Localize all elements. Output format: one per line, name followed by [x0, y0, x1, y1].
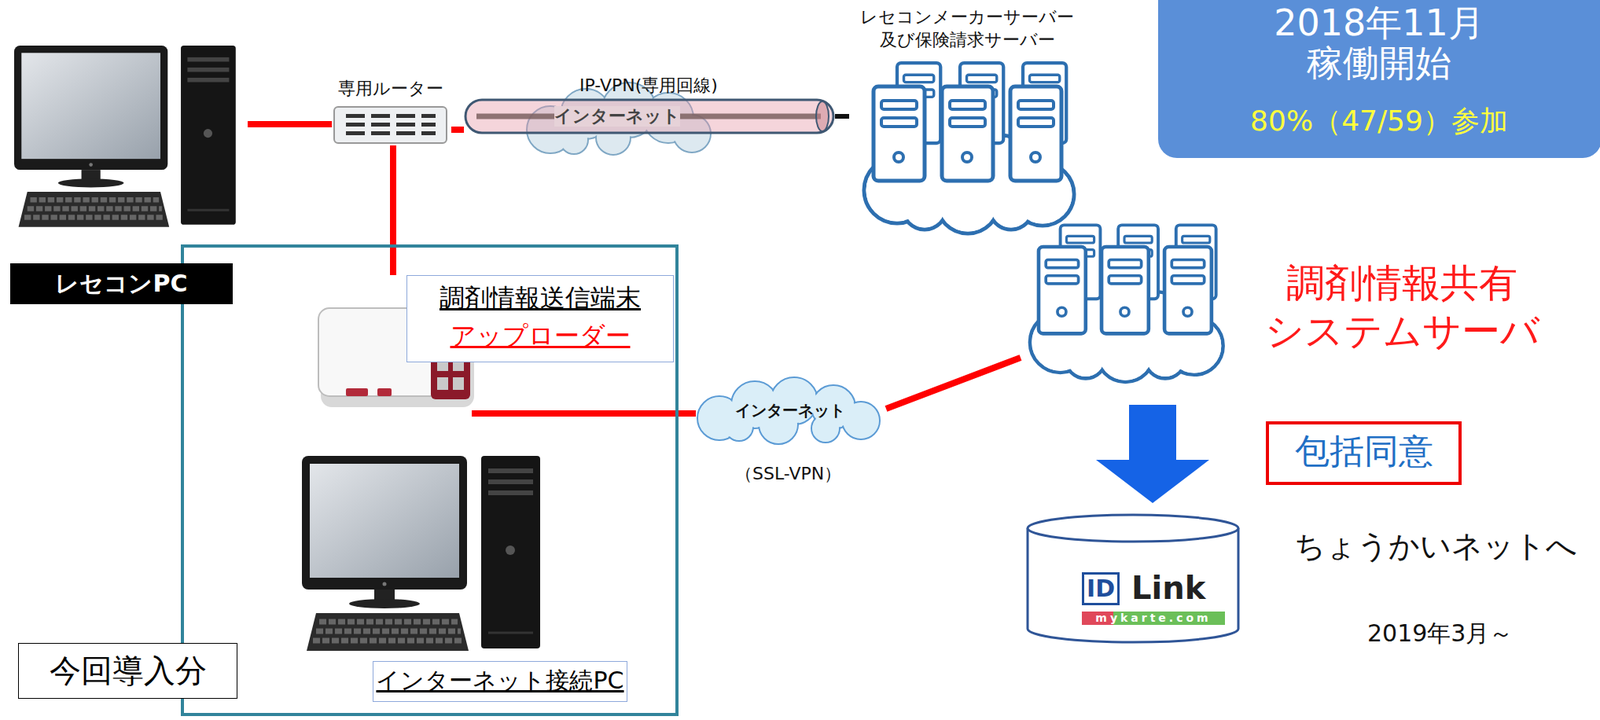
network-line [886, 357, 1021, 409]
status-panel: 2018年11月 稼働開始 80%（47/59）参加 [1158, 0, 1600, 159]
node-label: 2018年11月 稼働開始 [1253, 3, 1505, 83]
idlink-database: ID Link mykarte.com [1026, 503, 1240, 645]
shared-server: 調剤情報共有 システムサーバ [1020, 216, 1569, 405]
node-label: 包括同意 [1268, 430, 1459, 473]
consent-box: 包括同意 [1265, 421, 1462, 486]
pc-illustration [301, 456, 541, 652]
node-label: 80%（47/59）参加 [1158, 103, 1600, 138]
node-label: IP-VPN(専用回線) [463, 75, 834, 96]
internet-cloud: インターネット [695, 385, 887, 441]
uploader-device: 調剤情報送信端末アップローダー [314, 275, 677, 425]
node-label: 今回導入分 [18, 643, 238, 699]
node-label: インターネット [695, 400, 885, 420]
note-label: 2019年3月～ [1367, 619, 1513, 648]
scope-frame: 今回導入分調剤情報送信端末アップローダーインターネット接続PC [180, 244, 679, 717]
node-label: レセコンPC [10, 263, 233, 305]
server-illustration [1029, 224, 1224, 383]
node-label: レセコンメーカーサーバー 及び保険請求サーバー [849, 6, 1086, 52]
internet-pc: インターネット接続PC [298, 452, 637, 708]
node-label: Link [1131, 569, 1206, 607]
server-cloud: レセコンメーカーサーバー 及び保険請求サーバー [849, 6, 1087, 233]
network-line [834, 114, 850, 119]
block-arrow [1096, 404, 1210, 504]
node-label: 専用ルーター [331, 78, 450, 100]
ip-vpn-pipe: IP-VPN(専用回線) インターネット [463, 75, 835, 155]
database-illustration [1027, 514, 1239, 643]
note-label: ちょうかいネットへ [1294, 528, 1578, 566]
node-label: mykarte.com [1081, 611, 1225, 626]
network-line [451, 126, 464, 133]
note-label: （SSL-VPN） [735, 463, 842, 485]
router: 専用ルーター [331, 78, 452, 146]
pc-terminal: レセコンPC [7, 39, 248, 307]
node-label: 調剤情報送信端末 [406, 283, 674, 313]
node-label: 調剤情報共有 システムサーバ [1256, 259, 1548, 357]
router-illustration [334, 106, 447, 144]
pipe-illustration [465, 99, 834, 133]
network-line [247, 121, 332, 128]
node-label: ID [1081, 572, 1120, 606]
network-line [676, 410, 696, 417]
internet-cloud: インターネット [520, 91, 714, 154]
node-label: インターネット接続PC [372, 661, 628, 703]
network-line [389, 145, 397, 276]
pc-illustration [14, 45, 236, 228]
node-label: アップローダー [406, 320, 674, 351]
server-illustration [864, 62, 1075, 234]
node-label: インターネット [554, 106, 681, 127]
